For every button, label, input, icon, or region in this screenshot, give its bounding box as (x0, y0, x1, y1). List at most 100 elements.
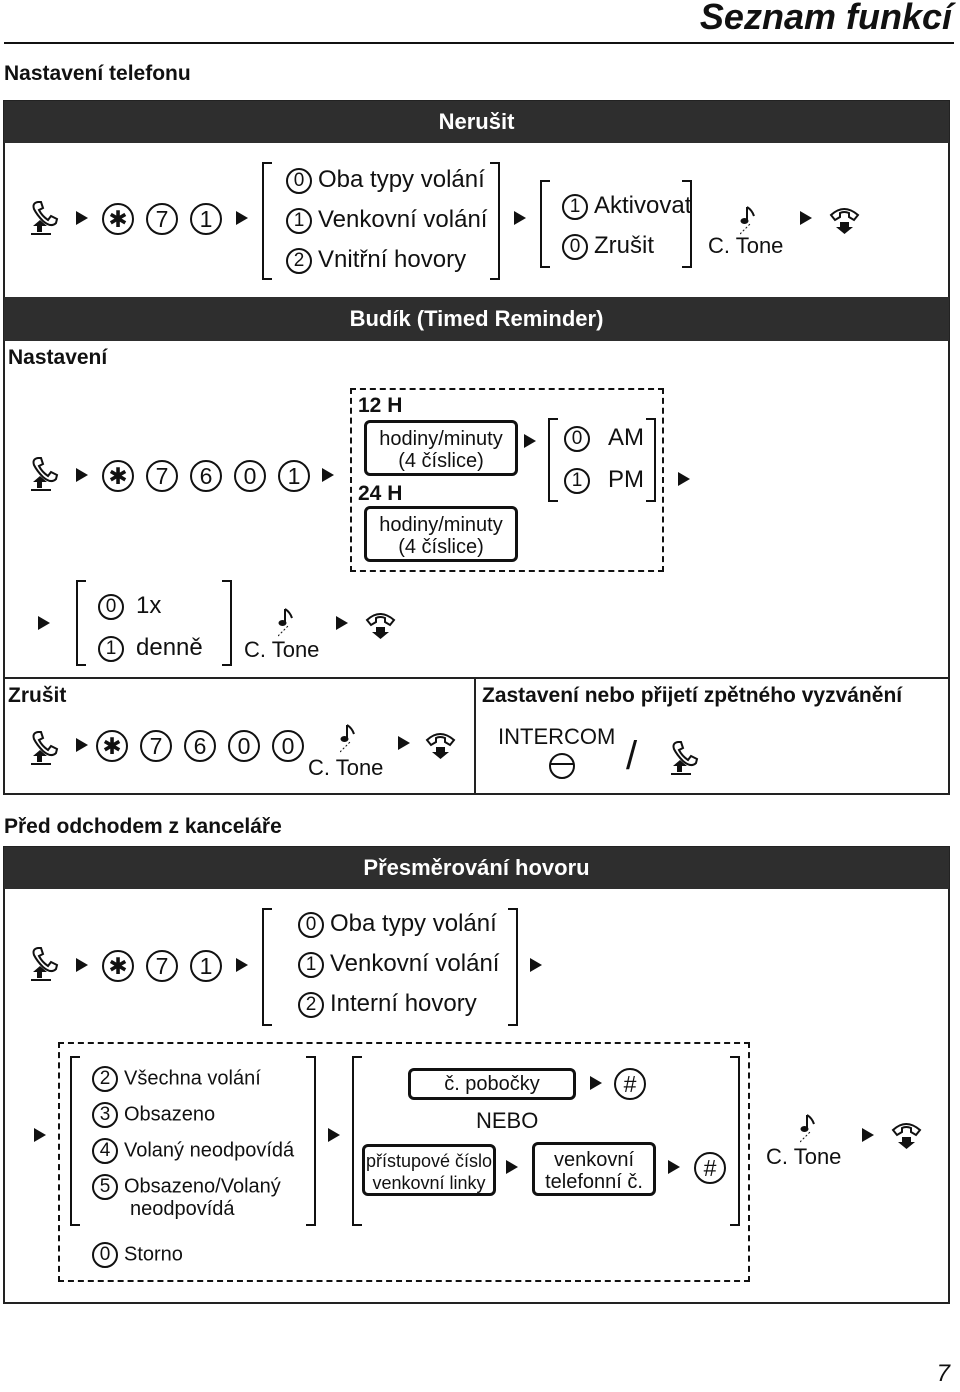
format-12h-label: 12 H (358, 394, 403, 417)
key-0: 0 (272, 730, 304, 762)
header-rule (4, 42, 954, 44)
page-number: 7 (936, 1360, 950, 1387)
tone-note-icon (800, 1114, 815, 1143)
timed-cancel-label: Zrušit (8, 684, 67, 707)
arrow-icon (514, 211, 526, 225)
bracket-right (222, 580, 232, 666)
key-0: 0 (228, 730, 260, 762)
arrow-icon (236, 958, 248, 972)
bracket-left (548, 418, 558, 502)
bracket-left (262, 908, 272, 1026)
arrow-icon (76, 738, 88, 752)
bracket-left (76, 580, 86, 666)
bracket-left (540, 180, 550, 268)
arrow-icon (678, 472, 690, 486)
arrow-icon (236, 211, 248, 225)
arrow-icon (862, 1128, 874, 1142)
key-6: 6 (190, 460, 222, 492)
key-1: 1 (190, 950, 222, 982)
confirmation-tone-label: C. Tone (308, 755, 384, 780)
timed-set-label: Nastavení (8, 346, 108, 369)
key-1: 1 (278, 460, 310, 492)
key-star: ✱ (102, 203, 134, 235)
divider (474, 677, 476, 794)
key-7: 7 (146, 203, 178, 235)
extension-number-box: č. pobočky (408, 1068, 576, 1100)
bracket-right (508, 908, 518, 1026)
bracket-left (262, 162, 272, 280)
bracket-right (490, 162, 500, 280)
key-7: 7 (146, 460, 178, 492)
handset-off-hook-icon (30, 731, 58, 766)
bracket-right (306, 1056, 316, 1226)
intercom-button-icon (549, 753, 575, 779)
arrow-icon (590, 1076, 602, 1090)
bracket-left (70, 1056, 80, 1226)
handset-off-hook-icon (670, 741, 698, 776)
arrow-icon (76, 958, 88, 972)
time-entry-12h: hodiny/minuty(4 číslice) (364, 420, 518, 476)
key-7: 7 (146, 950, 178, 982)
handset-on-hook-icon (830, 208, 859, 235)
handset-on-hook-icon (366, 613, 395, 640)
handset-off-hook-icon (30, 947, 58, 982)
call-forward-title-bar: Přesměrování hovoru (4, 847, 949, 889)
dnd-title-bar: Nerušit (4, 101, 949, 143)
or-label: NEBO (476, 1108, 539, 1133)
bracket-right (646, 418, 656, 502)
section-title-office: Před odchodem z kanceláře (4, 815, 282, 838)
page-header-title: Seznam funkcí (699, 0, 952, 37)
arrow-icon (76, 211, 88, 225)
key-hash: # (614, 1068, 646, 1100)
key-6: 6 (184, 730, 216, 762)
handset-on-hook-icon (426, 733, 455, 760)
handset-off-hook-icon (30, 201, 58, 236)
arrow-icon (800, 211, 812, 225)
forward-destination-dashed-box (58, 1042, 750, 1282)
bracket-right (730, 1056, 740, 1226)
key-star: ✱ (102, 950, 134, 982)
time-entry-24h: hodiny/minuty(4 číslice) (364, 506, 518, 562)
arrow-icon (524, 434, 536, 448)
bracket-left (352, 1056, 362, 1226)
tone-note-icon (278, 608, 293, 637)
confirmation-tone-label: C. Tone (766, 1144, 842, 1169)
confirmation-tone-label: C. Tone (708, 233, 784, 258)
or-slash: / (626, 734, 638, 778)
arrow-icon (668, 1160, 680, 1174)
bracket-right (682, 180, 692, 268)
fwd-type-busy-no-answer-line2: neodpovídá (130, 1198, 235, 1220)
handset-on-hook-icon (892, 1123, 921, 1150)
timed-reminder-title-bar: Budík (Timed Reminder) (4, 297, 949, 341)
key-0: 0 (234, 460, 266, 492)
arrow-icon (34, 1128, 46, 1142)
key-star: ✱ (102, 460, 134, 492)
key-1: 1 (190, 203, 222, 235)
arrow-icon (328, 1128, 340, 1142)
handset-off-hook-icon (30, 457, 58, 492)
arrow-icon (506, 1160, 518, 1174)
key-7: 7 (140, 730, 172, 762)
time-entry-dashed-box (350, 388, 664, 572)
intercom-label: INTERCOM (498, 724, 616, 749)
tone-note-icon (740, 206, 755, 235)
section-title-phone: Nastavení telefonu (4, 62, 191, 85)
arrow-icon (322, 468, 334, 482)
format-24h-label: 24 H (358, 482, 403, 505)
